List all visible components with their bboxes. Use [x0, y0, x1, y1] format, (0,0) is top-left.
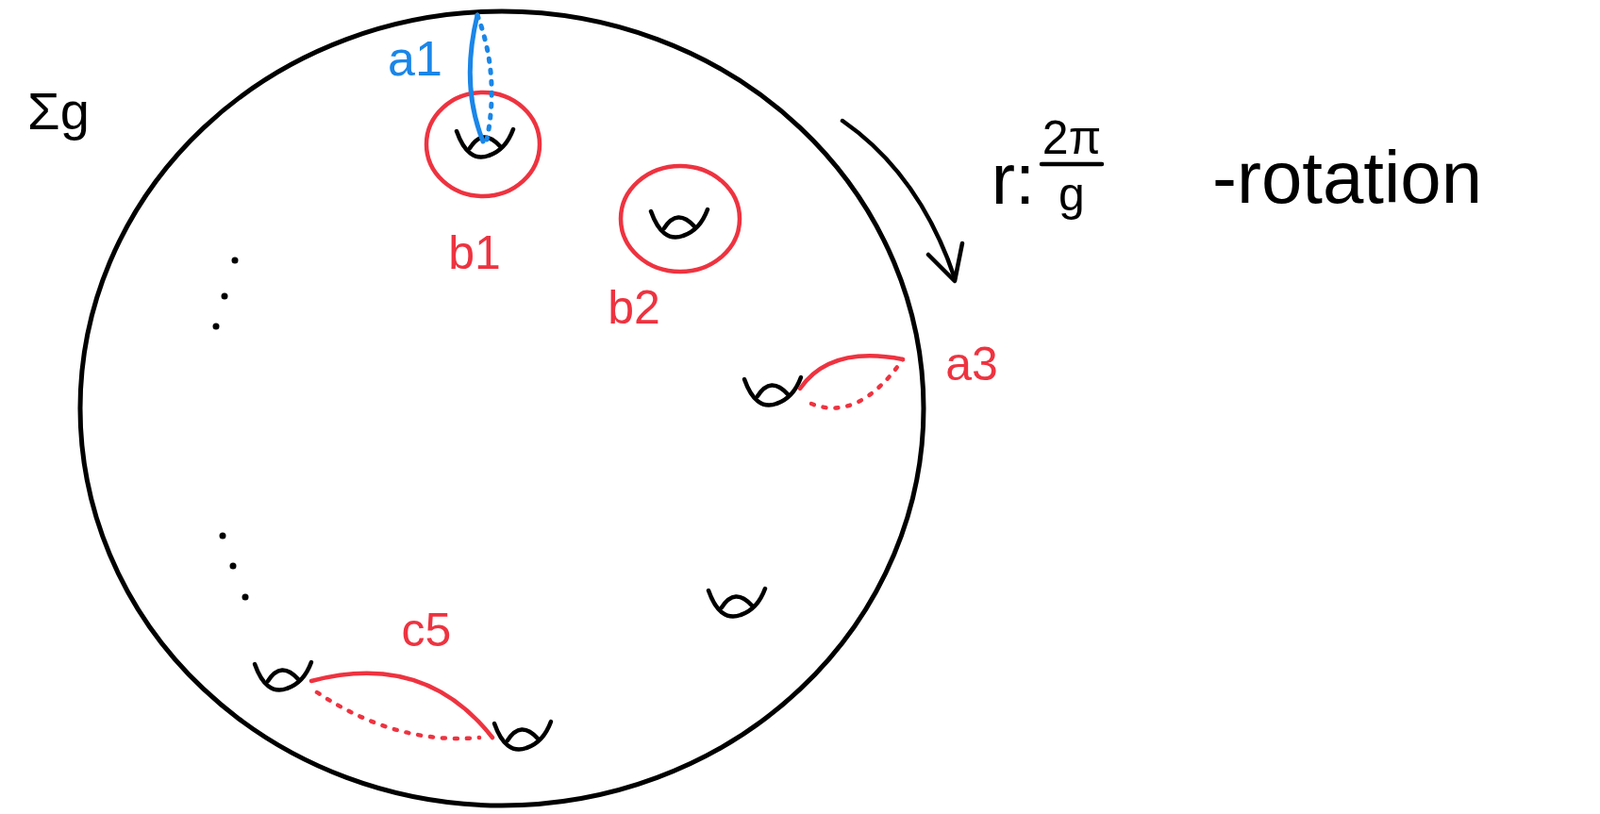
curve-a1 [469, 15, 484, 142]
curve-a1-hidden [477, 15, 492, 140]
curve-c5-hidden [316, 692, 480, 739]
surface-outline [80, 11, 924, 806]
hole [254, 662, 312, 691]
hole [708, 588, 766, 617]
curve-label: b2 [607, 283, 661, 332]
hole [456, 129, 514, 158]
curve-b2 [620, 166, 740, 272]
fraction-numerator: 2π [1042, 114, 1101, 162]
arrow-head [928, 243, 963, 282]
rotation-arrow [842, 120, 955, 279]
hole [650, 209, 708, 238]
ellipsis-dots [213, 257, 250, 601]
hole [744, 377, 801, 406]
surface-name: Σg [27, 84, 90, 138]
fraction-bar [1041, 162, 1102, 167]
map-name: r: [991, 143, 1035, 216]
curve-label: a1 [387, 33, 443, 84]
curve-label: c5 [401, 606, 452, 654]
genus-holes [254, 129, 801, 750]
curve-a3 [800, 355, 903, 389]
hole [494, 721, 551, 750]
curve-b1 [426, 92, 540, 197]
curve-c5 [311, 673, 493, 738]
fraction-denominator: g [1058, 170, 1085, 218]
rotation-word: -rotation [1212, 140, 1483, 215]
curve-a3-hidden [811, 359, 903, 409]
curve-label: b1 [448, 229, 501, 277]
curve-label: a3 [945, 340, 999, 388]
